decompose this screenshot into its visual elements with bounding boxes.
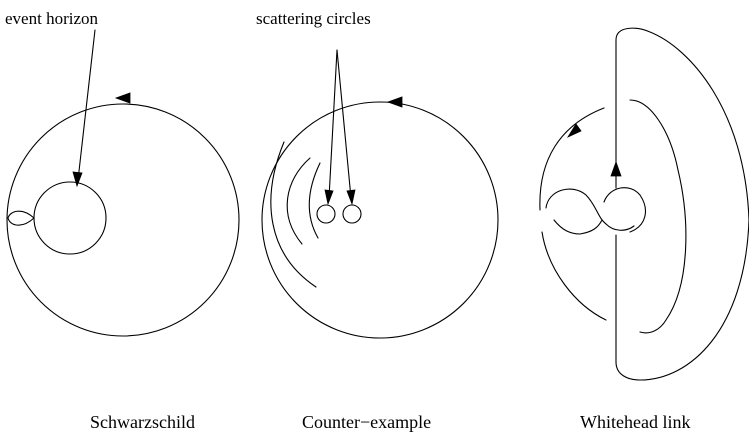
counter-example-direction-arrow (386, 96, 403, 108)
scattering-pointer-left-arrowhead (324, 189, 334, 206)
counter-example-diagram (261, 49, 499, 339)
whitehead-clasp-connector (579, 219, 603, 235)
counter-example-inner-arc-2 (308, 162, 321, 239)
counter-example-outer-circle (261, 101, 499, 339)
schwarzschild-loop-knot (7, 210, 35, 226)
event-horizon-label: event horizon (5, 9, 98, 28)
event-horizon-pointer-arrowhead (72, 171, 83, 188)
schwarzschild-diagram (6, 29, 240, 337)
whitehead-left-clasp-loop (545, 188, 635, 231)
scattering-pointer-right (336, 49, 352, 199)
schwarzschild-direction-arrow (114, 92, 131, 104)
event-horizon-circle (33, 181, 107, 255)
whitehead-upward-arrow (610, 160, 622, 177)
whitehead-outer-arc-lower (541, 231, 607, 321)
scattering-circles-label: scattering circles (256, 9, 371, 28)
whitehead-link-diagram (539, 27, 749, 381)
caption-counter-example: Counter−example (302, 412, 432, 432)
counter-example-inner-arc-1 (286, 157, 311, 245)
whitehead-clasp-short-arc (553, 219, 581, 235)
schwarzschild-outer-circle (6, 103, 240, 337)
whitehead-inner-crescent (629, 99, 687, 334)
whitehead-d-shaped-component (615, 27, 749, 381)
counter-example-outer-arc (270, 141, 317, 288)
scattering-pointer-right-arrowhead (346, 189, 356, 206)
scattering-circle-right (342, 204, 362, 224)
scattering-pointer-left (328, 49, 338, 199)
whitehead-left-arrow (566, 123, 582, 138)
caption-schwarzschild: Schwarzschild (90, 412, 195, 432)
event-horizon-pointer-line (77, 29, 96, 181)
whitehead-outer-arc-upper (539, 107, 605, 211)
scattering-circle-left (316, 204, 336, 224)
caption-whitehead-link: Whitehead link (580, 412, 691, 432)
whitehead-center-clasp-loop (603, 187, 646, 233)
